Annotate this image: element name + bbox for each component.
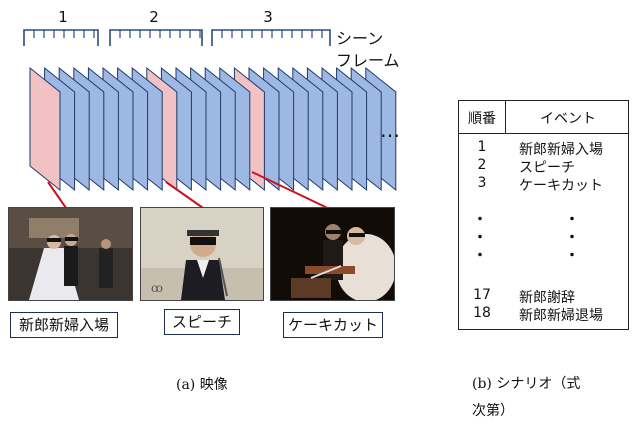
row-order: 18 (473, 305, 491, 321)
scenario-table: 順番 イベント 1 新郎新婦入場 2 スピーチ 3 ケーキカット ・ ・ ・ ・… (458, 100, 629, 330)
scene-bracket-1 (23, 29, 99, 46)
row-event: 新郎新婦退場 (519, 308, 603, 324)
table-row: 3 ケーキカット (459, 175, 628, 194)
connector-line-1 (47, 181, 67, 209)
gap-dot: ・ (565, 230, 579, 246)
key-frame (29, 66, 61, 192)
gap-dot: ・ (473, 212, 487, 228)
table-row: 2 スピーチ (459, 157, 628, 176)
caption-entrance: 新郎新婦入場 (10, 312, 118, 338)
gap-dot: ・ (473, 230, 487, 246)
scene-label: シーン (336, 29, 384, 48)
frame-label: フレーム (336, 51, 400, 70)
row-event: 新郎新婦入場 (519, 142, 603, 158)
connector-line-3 (251, 171, 337, 213)
photo-speech: ꝏ (140, 207, 264, 301)
header-event: イベント (540, 111, 596, 127)
gap-dot: ・ (473, 248, 487, 264)
row-order: 3 (477, 175, 487, 191)
header-divider (505, 101, 506, 133)
caption-cake-cutting: ケーキカット (283, 312, 383, 338)
scene-bracket-2 (109, 29, 203, 46)
wedding-entrance-photo-icon (9, 208, 132, 300)
more-frames-ellipsis: … (380, 118, 401, 142)
photo-entrance (8, 207, 133, 301)
header-order: 順番 (468, 111, 496, 127)
scene-number-1: 1 (58, 8, 68, 26)
table-header: 順番 イベント (459, 101, 628, 134)
row-order: 17 (473, 287, 491, 303)
connector-line-2 (165, 181, 207, 211)
cake-cutting-photo-icon (271, 208, 394, 300)
row-order: 2 (477, 157, 487, 173)
caption-video: (a) 映像 (176, 377, 228, 393)
photo-cake-cutting (270, 207, 395, 301)
row-event: 新郎謝辞 (519, 290, 575, 306)
speech-photo-icon: ꝏ (141, 208, 263, 300)
caption-speech: スピーチ (164, 309, 240, 335)
table-row: 1 新郎新婦入場 (459, 139, 628, 158)
scene-bracket-3 (211, 29, 331, 46)
row-event: スピーチ (519, 160, 575, 176)
table-row: 18 新郎新婦退場 (459, 305, 628, 324)
table-row: 17 新郎謝辞 (459, 287, 628, 306)
scene-number-3: 3 (263, 8, 273, 26)
svg-text:ꝏ: ꝏ (151, 281, 163, 295)
row-order: 1 (477, 139, 487, 155)
gap-dot: ・ (565, 212, 579, 228)
caption-scenario-line1: (b) シナリオ（式 (472, 376, 581, 392)
gap-dot: ・ (565, 248, 579, 264)
row-event: ケーキカット (519, 178, 603, 194)
scene-number-2: 2 (149, 8, 159, 26)
caption-scenario-line2: 次第） (472, 403, 514, 419)
